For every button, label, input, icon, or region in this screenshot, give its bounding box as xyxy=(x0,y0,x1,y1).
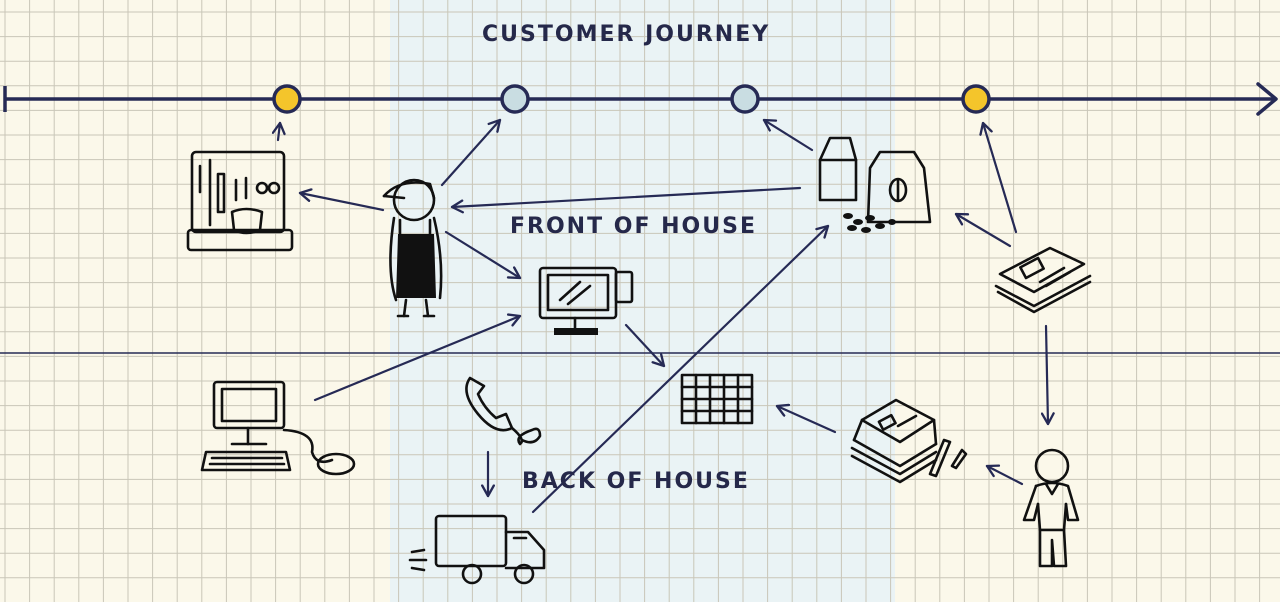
person-icon xyxy=(1022,448,1080,568)
flow-arrow xyxy=(954,212,1012,248)
espresso-machine-icon xyxy=(186,150,294,252)
diagram-title: CUSTOMER JOURNEY xyxy=(482,22,771,47)
register-screen-icon xyxy=(538,266,634,335)
timeline-arrowhead xyxy=(1256,82,1278,116)
delivery-truck-icon xyxy=(408,514,546,585)
flow-arrow xyxy=(450,186,802,214)
spreadsheet-icon xyxy=(680,373,754,425)
timeline-touchpoint-touchpoint xyxy=(500,84,530,114)
flow-arrow xyxy=(440,118,502,187)
coffee-bags-icon xyxy=(818,136,932,233)
desktop-computer-icon xyxy=(200,380,356,476)
flow-arrow xyxy=(985,464,1024,486)
timeline-touchpoint-touchpoint xyxy=(730,84,760,114)
back-of-house-label: BACK OF HOUSE xyxy=(522,469,750,494)
newspaper-icon xyxy=(994,246,1092,314)
flow-arrow xyxy=(624,323,666,368)
paper-stack-icon xyxy=(850,398,968,484)
flow-arrow xyxy=(762,118,814,152)
flow-arrow xyxy=(444,230,522,280)
flow-arrow xyxy=(1040,324,1055,426)
flow-arrow xyxy=(298,188,385,212)
telephone-icon xyxy=(465,376,542,446)
flow-arrow xyxy=(271,121,286,142)
timeline-touchpoint-key-moment xyxy=(272,84,302,114)
flow-arrow xyxy=(775,403,837,434)
flow-arrow xyxy=(313,313,522,402)
flow-arrow xyxy=(979,121,1018,234)
timeline-touchpoint-key-moment xyxy=(961,84,991,114)
front-of-house-label: FRONT OF HOUSE xyxy=(510,214,757,239)
barista-icon xyxy=(382,178,443,318)
flow-arrows xyxy=(271,118,1055,514)
timeline xyxy=(3,82,1278,116)
timeline-touchpoints xyxy=(272,84,991,114)
flow-arrow xyxy=(531,224,830,514)
